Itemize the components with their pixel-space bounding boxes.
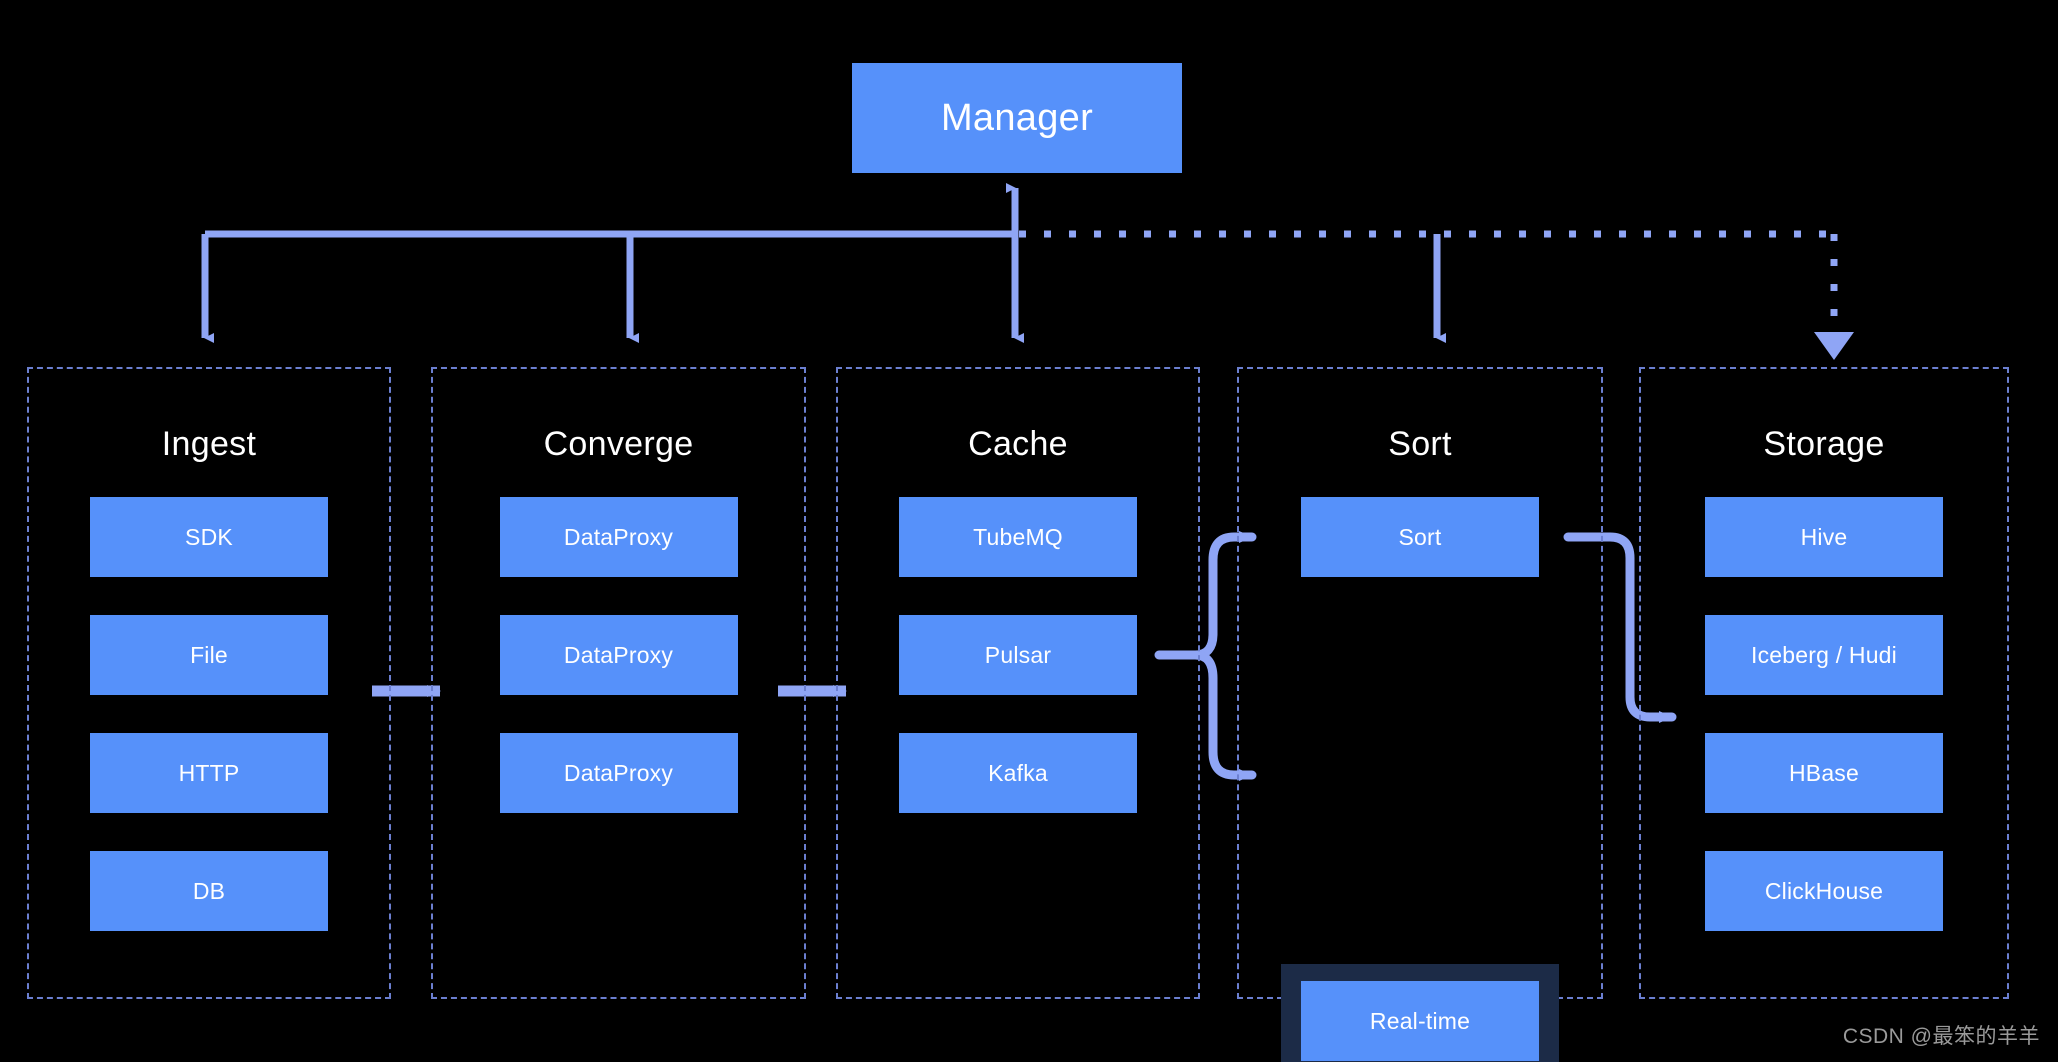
column-storage-nodes: Hive Iceberg / Hudi HBase ClickHouse <box>1641 497 2007 969</box>
node-dataproxy-3[interactable]: DataProxy <box>499 733 738 813</box>
column-cache-nodes: TubeMQ Pulsar Kafka <box>838 497 1198 851</box>
node-tubemq[interactable]: TubeMQ <box>899 497 1137 577</box>
node-label: DB <box>192 877 226 904</box>
node-iceberg-hudi[interactable]: Iceberg / Hudi <box>1705 615 1943 695</box>
node-file[interactable]: File <box>90 615 328 695</box>
column-storage: Storage Hive Iceberg / Hudi HBase ClickH… <box>1639 367 2009 999</box>
node-dataproxy-1[interactable]: DataProxy <box>499 497 738 577</box>
node-label: Sort <box>1398 523 1442 550</box>
node-http[interactable]: HTTP <box>90 733 328 813</box>
node-kafka[interactable]: Kafka <box>899 733 1137 813</box>
manager-node[interactable]: Manager <box>852 63 1182 173</box>
node-label: SDK <box>185 523 233 550</box>
node-label: HTTP <box>178 759 240 786</box>
node-label: HBase <box>1788 759 1860 786</box>
node-clickhouse[interactable]: ClickHouse <box>1705 851 1943 931</box>
node-label: ClickHouse <box>1764 877 1884 904</box>
node-label: Iceberg / Hudi <box>1751 641 1897 668</box>
node-sdk[interactable]: SDK <box>90 497 328 577</box>
node-label: DataProxy <box>563 523 674 550</box>
column-sort: Sort Sort Real-time OffLine SDK <box>1237 367 1603 1062</box>
node-label: DataProxy <box>563 641 674 668</box>
node-db[interactable]: DB <box>90 851 328 931</box>
column-ingest-title: Ingest <box>161 425 257 463</box>
node-label: Real-time <box>1369 1007 1471 1034</box>
node-label: Hive <box>1800 523 1848 550</box>
manager-to-storage-connector <box>1814 234 1854 360</box>
sort-inner-panel: Real-time OffLine SDK <box>1281 964 1559 1062</box>
node-label: Kafka <box>988 759 1048 786</box>
column-sort-nodes: Sort <box>1239 497 1601 615</box>
node-hive[interactable]: Hive <box>1705 497 1943 577</box>
manager-node-label: Manager <box>940 96 1094 139</box>
column-converge-nodes: DataProxy DataProxy DataProxy <box>433 497 804 851</box>
watermark: CSDN @最笨的羊羊 <box>1842 1025 2040 1048</box>
column-ingest-nodes: SDK File HTTP DB <box>29 497 389 969</box>
node-label: TubeMQ <box>973 523 1063 550</box>
column-ingest: Ingest SDK File HTTP DB <box>27 367 391 999</box>
column-sort-title: Sort <box>1388 425 1452 463</box>
column-cache-title: Cache <box>968 425 1068 463</box>
node-label: DataProxy <box>563 759 674 786</box>
node-label: Pulsar <box>984 641 1052 668</box>
node-label: File <box>190 641 228 668</box>
node-pulsar[interactable]: Pulsar <box>899 615 1137 695</box>
column-converge: Converge DataProxy DataProxy DataProxy <box>431 367 806 999</box>
node-hbase[interactable]: HBase <box>1705 733 1943 813</box>
node-real-time[interactable]: Real-time <box>1301 981 1539 1061</box>
column-cache: Cache TubeMQ Pulsar Kafka <box>836 367 1200 999</box>
column-converge-title: Converge <box>543 425 694 463</box>
node-dataproxy-2[interactable]: DataProxy <box>499 615 738 695</box>
column-storage-title: Storage <box>1763 425 1885 463</box>
node-sort[interactable]: Sort <box>1301 497 1539 577</box>
